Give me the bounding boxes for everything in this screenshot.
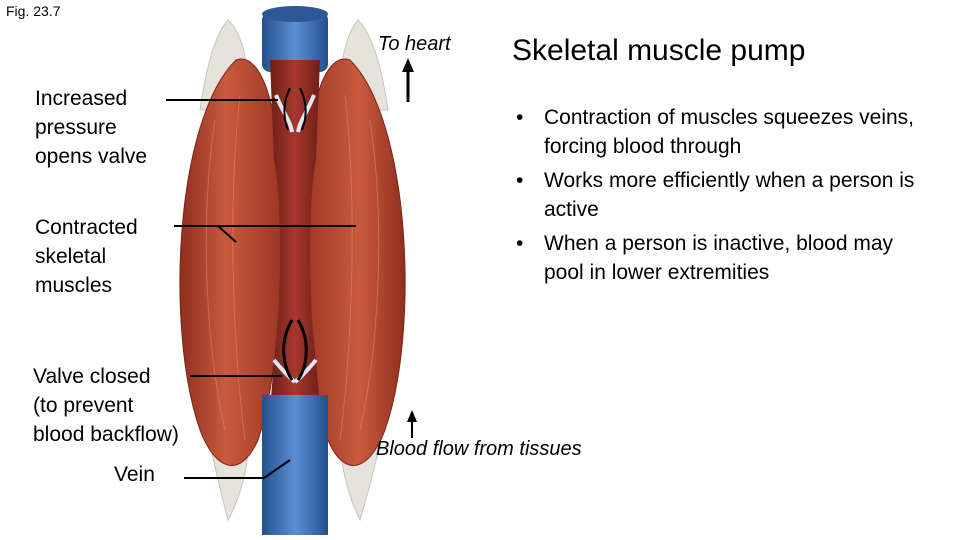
bullet-list: Contraction of muscles squeezes veins, f… <box>512 103 932 292</box>
leader-lines <box>166 99 356 479</box>
valve-closed-label: Valve closed (to prevent blood backflow) <box>33 365 179 446</box>
valve-closed <box>272 358 318 384</box>
flow-arrows-lower <box>282 319 308 381</box>
arrow-from-tissues <box>407 410 417 438</box>
from-tissues-label: Blood flow from tissues <box>376 438 582 460</box>
arrow-to-heart <box>402 58 414 102</box>
vein <box>262 6 328 535</box>
vein-label: Vein <box>114 463 155 486</box>
bullet-item: Contraction of muscles squeezes veins, f… <box>512 103 932 161</box>
slide-title: Skeletal muscle pump <box>512 34 806 67</box>
bullet-item: When a person is inactive, blood may poo… <box>512 229 932 287</box>
to-heart-label: To heart <box>378 33 451 55</box>
flow-arrows-upper <box>283 87 307 131</box>
increased-pressure-label: Increased pressure opens valve <box>35 87 148 168</box>
contracted-muscles-label: Contracted skeletal muscles <box>35 216 138 297</box>
bullet-item: Works more efficiently when a person is … <box>512 166 932 224</box>
figure-label: Fig. 23.7 <box>6 3 61 19</box>
